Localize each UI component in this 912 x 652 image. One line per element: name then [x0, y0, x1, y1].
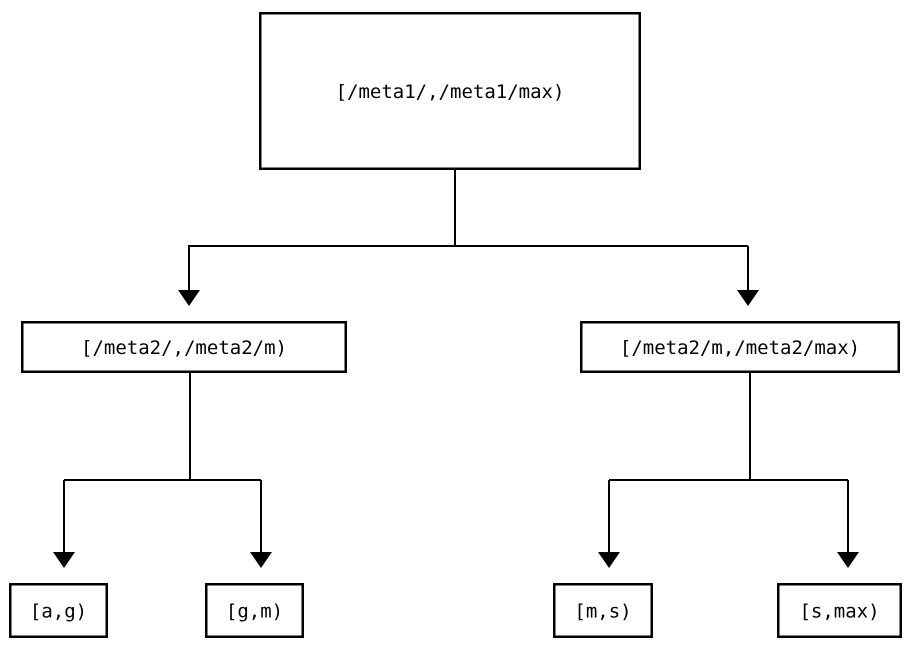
nodes-layer: [/meta1/,/meta1/max) [/meta2/,/meta2/m) [/…: [8, 11, 903, 639]
node-meta2-high-box[interactable]: [580, 321, 901, 374]
edge-meta2-low-to-leaf-a-g-arrowhead-icon: [53, 552, 75, 568]
edge-meta2-high-to-leaf-m-s-arrowhead-icon: [598, 552, 620, 568]
node-leaf-s-max-label: [s,max): [799, 601, 879, 623]
node-leaf-m-s[interactable]: [m,s): [553, 583, 654, 639]
node-leaf-a-g-box[interactable]: [8, 583, 108, 639]
node-leaf-a-g[interactable]: [a,g): [8, 583, 108, 639]
node-meta2-low[interactable]: [/meta2/,/meta2/m): [21, 321, 348, 374]
edge-meta2-low-to-leaf-g-m: [250, 480, 272, 568]
node-leaf-m-s-box[interactable]: [553, 583, 654, 639]
node-meta2-low-box[interactable]: [21, 321, 348, 374]
edge-meta2-high-to-leaf-s-max-arrowhead-icon: [837, 552, 859, 568]
node-leaf-s-max-box[interactable]: [777, 583, 903, 639]
edge-root-to-meta2-low-arrowhead-icon: [178, 290, 200, 306]
edge-root-to-meta2-high-arrowhead-icon: [737, 290, 759, 306]
node-meta2-high[interactable]: [/meta2/m,/meta2/max): [580, 321, 901, 374]
node-leaf-a-g-label: [a,g): [30, 601, 87, 623]
node-meta2-high-label: [/meta2/m,/meta2/max): [620, 337, 860, 359]
node-root[interactable]: [/meta1/,/meta1/max): [259, 11, 642, 171]
edge-root-to-meta2-high: [737, 246, 759, 306]
node-meta2-low-label: [/meta2/,/meta2/m): [81, 337, 287, 359]
node-root-label: [/meta1/,/meta1/max): [336, 81, 565, 103]
node-root-box[interactable]: [259, 11, 642, 171]
node-leaf-m-s-label: [m,s): [574, 601, 631, 623]
edge-meta2-low-to-leaf-a-g: [53, 373, 261, 568]
edges-layer: [53, 170, 859, 568]
edge-root-to-meta2-low: [178, 170, 748, 306]
node-leaf-s-max[interactable]: [s,max): [777, 583, 903, 639]
node-leaf-g-m-label: [g,m): [226, 601, 283, 623]
node-leaf-g-m[interactable]: [g,m): [204, 583, 304, 639]
edge-meta2-high-to-leaf-m-s: [598, 373, 848, 568]
node-leaf-g-m-box[interactable]: [204, 583, 304, 639]
edge-meta2-low-to-leaf-g-m-arrowhead-icon: [250, 552, 272, 568]
edge-meta2-high-to-leaf-s-max: [837, 480, 859, 568]
